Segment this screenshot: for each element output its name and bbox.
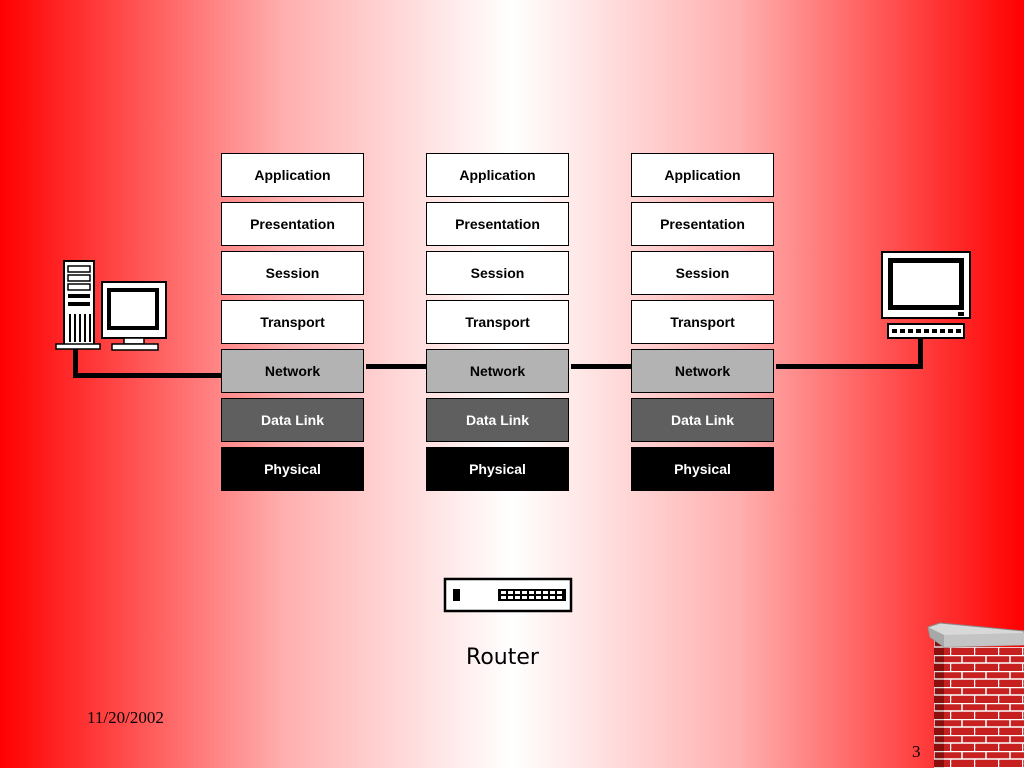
layer-application: Application (221, 153, 364, 197)
wire-stack1-stack2 (366, 364, 427, 369)
desktop-computer-icon (55, 260, 167, 351)
layer-data-link: Data Link (631, 398, 774, 442)
layer-network: Network (221, 349, 364, 393)
wire-stack2-stack3 (571, 364, 632, 369)
layer-data-link: Data Link (221, 398, 364, 442)
router-icon (443, 577, 573, 613)
layer-application: Application (426, 153, 569, 197)
router-label: Router (466, 645, 539, 670)
layer-presentation: Presentation (221, 202, 364, 246)
layer-network: Network (631, 349, 774, 393)
layer-presentation: Presentation (631, 202, 774, 246)
footer-date: 11/20/2002 (87, 708, 164, 727)
layer-physical: Physical (426, 447, 569, 491)
wire-left-host-horizontal (73, 373, 223, 378)
layer-physical: Physical (631, 447, 774, 491)
layer-network: Network (426, 349, 569, 393)
firewall-brick-wall-icon (927, 622, 1024, 768)
wire-right-host-vertical (918, 336, 923, 369)
layer-data-link: Data Link (426, 398, 569, 442)
layer-session: Session (631, 251, 774, 295)
terminal-computer-icon (881, 251, 971, 339)
page-number: 3 (912, 742, 921, 761)
layer-session: Session (426, 251, 569, 295)
wire-left-host-vertical (73, 348, 78, 378)
wire-right-host-horizontal (776, 364, 923, 369)
layer-session: Session (221, 251, 364, 295)
layer-transport: Transport (426, 300, 569, 344)
layer-physical: Physical (221, 447, 364, 491)
layer-transport: Transport (221, 300, 364, 344)
layer-presentation: Presentation (426, 202, 569, 246)
layer-transport: Transport (631, 300, 774, 344)
layer-application: Application (631, 153, 774, 197)
